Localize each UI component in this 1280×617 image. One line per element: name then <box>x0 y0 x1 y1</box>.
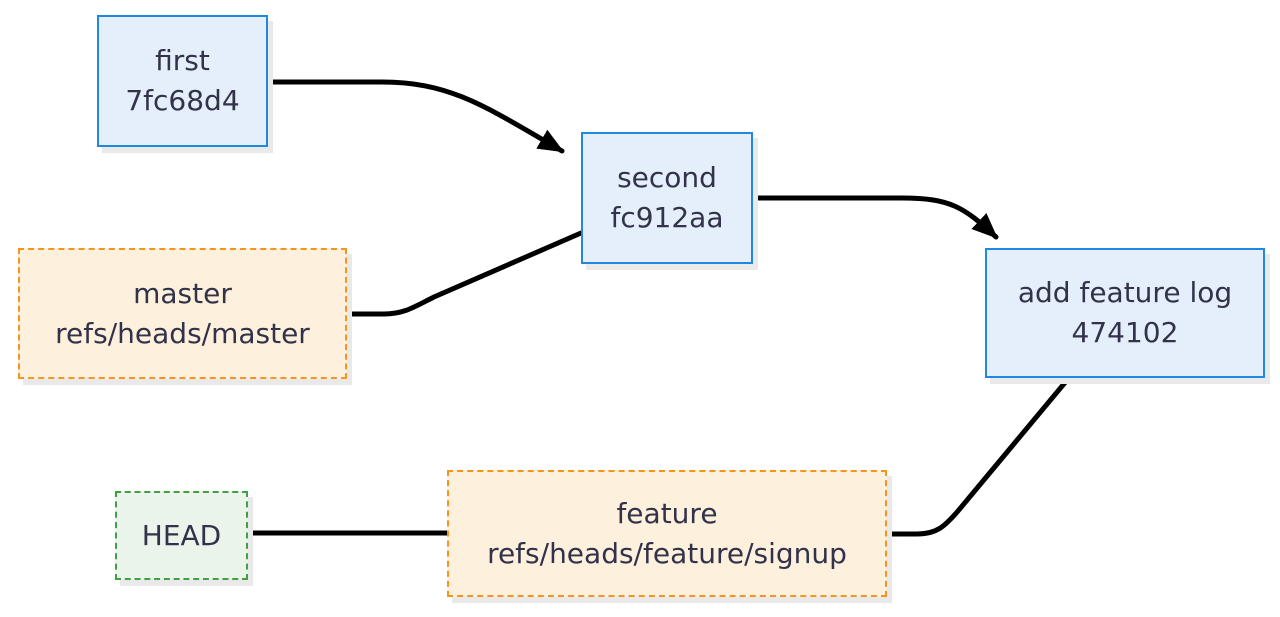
commit-hash: fc912aa <box>610 201 724 234</box>
edge-master-second <box>344 230 584 317</box>
branch-name: master <box>133 276 232 310</box>
branch-ref-node-master: master refs/heads/master <box>18 248 347 379</box>
commit-label: first <box>155 44 210 77</box>
commit-node-add-feature-log: add feature log 474102 <box>985 248 1265 378</box>
commit-label: second <box>617 161 717 194</box>
branch-ref-path: refs/heads/master <box>55 316 310 350</box>
head-ref-node: HEAD <box>115 491 248 580</box>
edge-feature-add <box>884 376 1071 537</box>
commit-node-second: second fc912aa <box>581 132 753 264</box>
branch-ref-path: refs/heads/feature/signup <box>487 536 847 570</box>
edge-second-add <box>750 195 999 240</box>
commit-label: add feature log <box>1017 276 1233 309</box>
branch-name: feature <box>616 496 718 530</box>
commit-node-first: first 7fc68d4 <box>97 15 268 147</box>
commit-hash: 7fc68d4 <box>125 84 240 117</box>
edge-first-second <box>265 79 565 154</box>
commit-hash: 474102 <box>1071 316 1179 349</box>
branch-ref-node-feature: feature refs/heads/feature/signup <box>447 470 887 597</box>
head-label: HEAD <box>141 518 222 552</box>
